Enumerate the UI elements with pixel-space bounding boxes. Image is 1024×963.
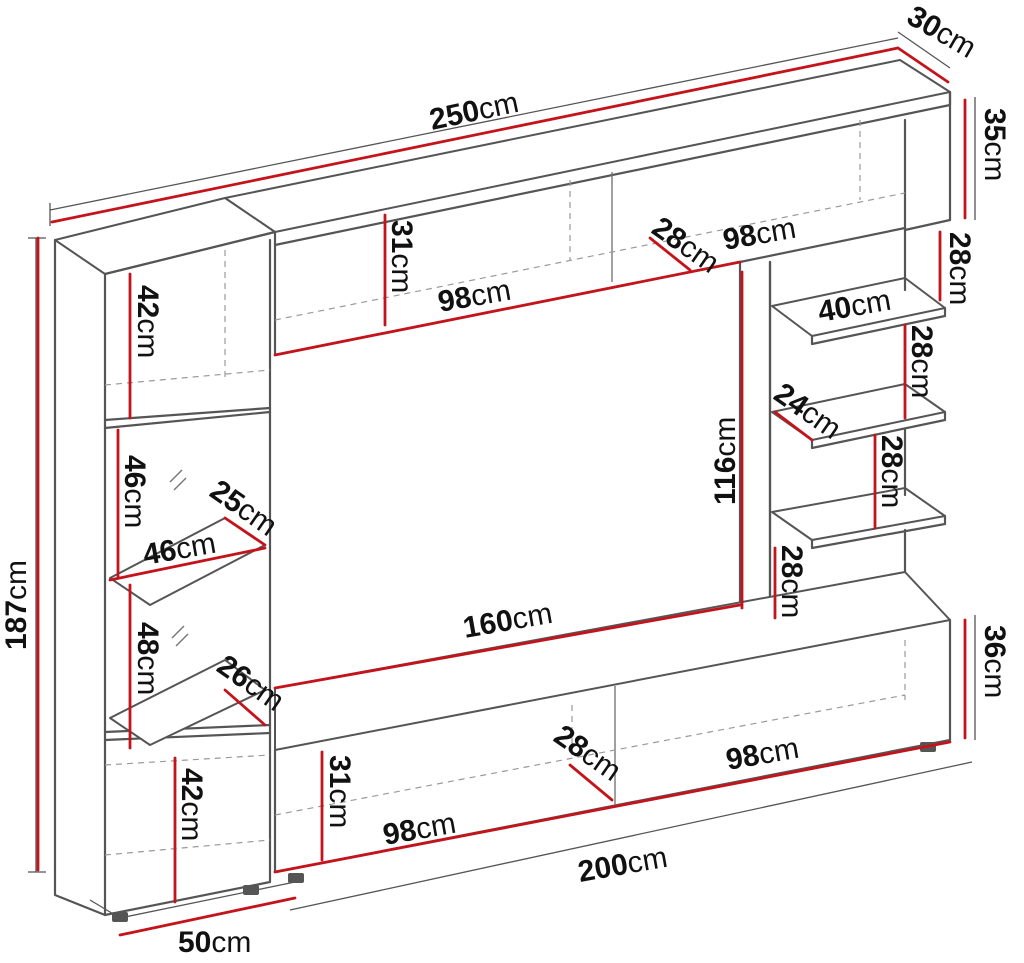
label-top-left-width: 98cm [435, 274, 513, 319]
label-column-shelf-height-2: 48cm [131, 622, 164, 695]
column-glass-shelf-2 [109, 659, 266, 746]
column-hidden-2 [104, 839, 271, 856]
measure-top-cabinet-depth [648, 236, 692, 272]
right-shelves [771, 226, 947, 574]
tv-right-panel [738, 260, 772, 622]
right-shelf-2-front [810, 410, 947, 450]
column-hidden-1 [104, 369, 271, 386]
label-base-right-width: 98cm [723, 732, 801, 777]
glass-glint-4 [175, 633, 189, 647]
column-door-top-bottom [103, 406, 272, 422]
measure-total-depth [896, 46, 950, 84]
right-shelf-3-front [810, 514, 947, 550]
measure-base-width [273, 740, 952, 874]
label-right-gap-2: 28cm [905, 325, 938, 398]
base-unit [273, 571, 952, 883]
glass-glint-2 [173, 477, 187, 491]
measure-total-width [50, 46, 900, 224]
label-right-gap-1: 28cm [943, 232, 976, 305]
measure-column-shelf-depth-2 [223, 688, 267, 727]
measure-tv-width [273, 603, 742, 690]
label-base-left-width: 98cm [380, 807, 458, 852]
column-door-bottom-top-2 [103, 731, 272, 742]
label-column-bottom-height: 42cm [175, 768, 208, 841]
label-top-cabinet-height: 31cm [385, 220, 418, 293]
tv-right-panel-outline [738, 260, 772, 612]
glass-glint-1 [169, 469, 183, 483]
red-measure-lines [36, 46, 967, 937]
glass-glint-3 [171, 625, 185, 639]
column-hidden-3 [104, 754, 271, 766]
column-foot-left [112, 912, 128, 922]
top-board-bottom-right [903, 218, 952, 232]
column-top [54, 197, 276, 275]
measure-column-width [118, 896, 297, 937]
label-column-shelf-height-1: 46cm [118, 455, 151, 528]
label-total-depth: 30cm [902, 0, 982, 65]
left-column [53, 197, 277, 922]
label-right-shelf-width: 40cm [815, 284, 893, 329]
base-hidden-back [274, 694, 906, 816]
top-cabinet-hidden-back [274, 192, 906, 321]
base-foot-left [288, 873, 304, 883]
column-width-guide [119, 881, 296, 919]
label-right-gap-3: 28cm [875, 435, 908, 508]
right-shelf-1-front [810, 306, 947, 346]
label-column-shelf-width: 46cm [140, 527, 218, 572]
label-base-height: 36cm [978, 625, 1011, 698]
label-column-width: 50cm [178, 926, 251, 959]
column-front-top [103, 230, 277, 276]
label-top-right-width: 98cm [720, 212, 798, 257]
label-right-lower-gap: 28cm [775, 545, 808, 618]
column-front-right [103, 238, 272, 917]
base-width-guide [289, 761, 973, 911]
label-base-left-height: 31cm [323, 755, 356, 828]
column-foot-right [243, 885, 259, 895]
label-base-total-width: 200cm [575, 841, 669, 889]
measure-base-depth [568, 763, 614, 802]
right-shelf-3 [771, 487, 946, 541]
measure-right-shelf-depth [773, 410, 814, 442]
measure-top-cabinet-width [273, 260, 742, 357]
label-column-top-height: 42cm [131, 285, 164, 358]
depth-guide-line [897, 31, 951, 69]
width-guide-line [49, 37, 899, 211]
label-tv-height: 116cm [709, 417, 742, 505]
label-top-cabinet-depth: 28cm [646, 211, 725, 280]
label-top-shelf-height: 35cm [978, 108, 1011, 181]
label-total-height: 187cm [0, 560, 33, 650]
column-glass-top [103, 410, 272, 430]
base-top [274, 571, 951, 751]
overall-dimension-guides [28, 31, 976, 919]
measure-column-shelf-depth-1 [223, 516, 267, 547]
column-side [53, 238, 107, 917]
label-tv-width: 160cm [460, 597, 554, 645]
measure-column-shelf-width [108, 546, 267, 582]
